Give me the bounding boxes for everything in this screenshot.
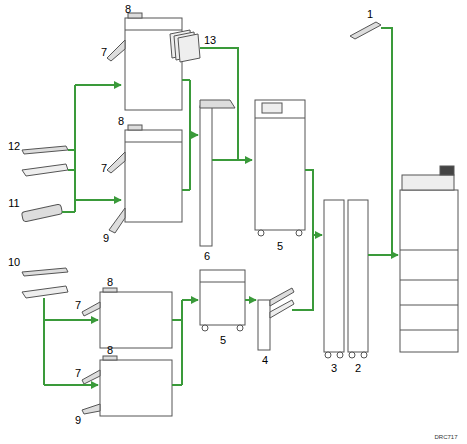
callout-number: 6 bbox=[204, 251, 210, 262]
callout-number: 1 bbox=[367, 9, 373, 20]
callout-number: 7 bbox=[101, 47, 107, 58]
callout-number: 8 bbox=[107, 277, 113, 288]
callout-number: 5 bbox=[277, 241, 283, 252]
callout-number: 7 bbox=[101, 163, 107, 174]
callout-number: 7 bbox=[75, 300, 81, 311]
callout-number: 2 bbox=[355, 363, 361, 374]
callout-number: 3 bbox=[331, 363, 337, 374]
finisher bbox=[125, 130, 182, 222]
callout-number: 5 bbox=[220, 335, 226, 346]
callout-number: 12 bbox=[8, 141, 20, 152]
finisher bbox=[125, 18, 182, 110]
callout-number: 11 bbox=[8, 198, 19, 209]
flow-arrows bbox=[44, 28, 398, 385]
callout-number: 13 bbox=[204, 35, 216, 46]
callout-number: 4 bbox=[262, 355, 268, 366]
callout-number: 10 bbox=[8, 257, 20, 268]
callout-number: 8 bbox=[125, 4, 131, 15]
figure-code: DRC717 bbox=[434, 434, 457, 440]
callout-number: 9 bbox=[103, 233, 109, 244]
callout-number: 8 bbox=[107, 345, 113, 356]
callout-number: 9 bbox=[75, 415, 81, 426]
callout-number: 8 bbox=[118, 116, 124, 127]
callout-number: 7 bbox=[75, 368, 81, 379]
